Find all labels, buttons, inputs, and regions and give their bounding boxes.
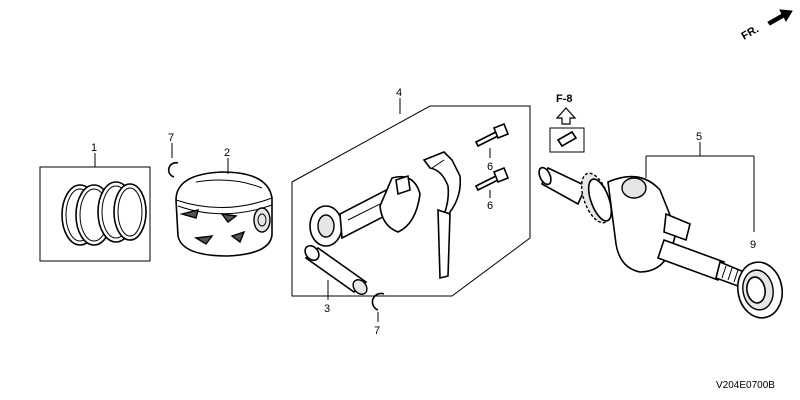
callout-7a: 7 — [168, 132, 174, 144]
part-woodruff-key[interactable] — [556, 130, 578, 148]
callout-4: 4 — [396, 87, 402, 99]
callout-5: 5 — [696, 131, 702, 143]
part-crankshaft[interactable] — [537, 166, 746, 288]
part-piston-pin[interactable] — [302, 243, 369, 297]
callout-6a: 6 — [487, 161, 493, 173]
front-arrow-icon — [767, 9, 793, 26]
callout-2: 2 — [224, 147, 230, 159]
part-piston-pin-clip-upper[interactable] — [167, 161, 179, 178]
part-piston-ring-set[interactable] — [39, 166, 151, 262]
reference-f8[interactable]: F-8 — [549, 93, 585, 153]
part-piston[interactable] — [175, 171, 273, 257]
reference-frame — [549, 127, 585, 153]
callout-9: 9 — [750, 239, 756, 251]
conrod-assembly-frame — [291, 105, 531, 297]
part-ball-bearing[interactable] — [733, 259, 786, 322]
front-marker-label: FR. — [740, 23, 761, 42]
callout-1: 1 — [91, 142, 97, 154]
part-piston-pin-clip-lower[interactable] — [371, 292, 385, 311]
reference-label: F-8 — [556, 93, 573, 105]
front-direction-marker: FR. — [740, 9, 793, 43]
reference-arrow-icon — [555, 107, 577, 125]
part-connecting-rod[interactable] — [309, 174, 421, 247]
part-conrod-bolt-lower[interactable] — [474, 166, 510, 192]
diagram-code: V204E0700B — [716, 380, 775, 391]
callout-7b: 7 — [374, 325, 380, 337]
part-conrod-bolt-upper[interactable] — [474, 122, 510, 148]
callout-3: 3 — [324, 303, 330, 315]
part-connecting-rod-cap[interactable] — [422, 151, 462, 280]
callout-6b: 6 — [487, 200, 493, 212]
